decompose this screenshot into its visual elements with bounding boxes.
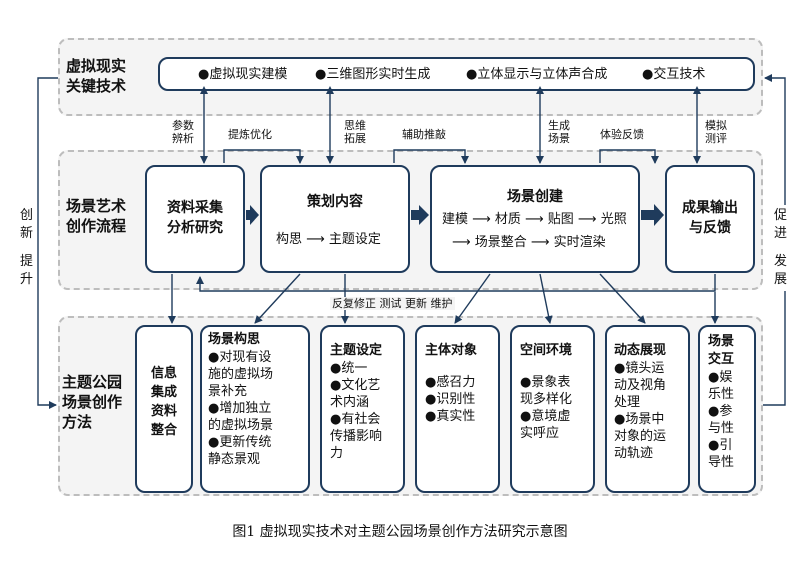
plan-content-sub: 构思 ⟶ 主题设定: [276, 232, 381, 247]
spatial-env-title: 空间环境: [520, 343, 573, 358]
main-subject-text: 主体对象 ●感召力 ●识别性 ●真实性: [425, 343, 478, 424]
build-to-space-arrow: [539, 273, 553, 324]
innovate-loop: [37, 77, 58, 409]
main-subject-box: [415, 325, 500, 493]
vr-tech-item-display: ●立体显示与立体声合成: [466, 67, 608, 82]
experience-label: 体验反馈: [600, 128, 644, 141]
figure-caption: 图1 虚拟现实技术对主题公园场景创作方法研究示意图: [232, 524, 568, 540]
vr-tech-item-graphics: ●三维图形实时生成: [315, 67, 431, 82]
think-expand-label: 思维 拓展: [344, 119, 366, 145]
param-analysis-label: 参数 辨析: [172, 119, 194, 145]
assist-label: 辅助推敲: [402, 128, 446, 141]
promote-label: 促 进 发 展: [774, 205, 788, 291]
scene-build-steps-2: ⟶ 场景整合 ⟶ 实时渲染: [452, 235, 606, 250]
theme-setting-box: [320, 325, 405, 493]
vr-tech-item-interaction: ●交互技术: [642, 67, 706, 82]
scene-interact-box: [698, 325, 756, 493]
generate-scene-label: 生成 场景: [548, 119, 570, 145]
scene-concept-box: [200, 325, 310, 493]
plan-content-title: 策划内容: [307, 194, 363, 210]
spatial-env-box: [510, 325, 595, 493]
experience-loop: [599, 149, 659, 164]
spatial-env-text: 空间环境 ●景象表 现多样化 ●意境虚 实呼应: [520, 343, 573, 441]
workflow-label: 场景艺术 创作流程: [66, 197, 127, 235]
refine-label: 提炼优化: [228, 128, 272, 141]
scene-build-title: 场景创建: [507, 189, 563, 205]
scene-build-steps-1: 建模 ⟶ 材质 ⟶ 贴图 ⟶ 光照: [442, 212, 627, 227]
refine-loop: [223, 149, 304, 164]
scene-interact-text: 场景 交互 ●娱 乐性 ●参 与性 ●引 导性: [708, 334, 735, 470]
innovate-label: 创 新 提 升: [20, 205, 34, 291]
output-feedback-box: [665, 165, 755, 273]
scene-concept-title: 场景构思: [208, 332, 261, 347]
vr-tech-label: 虚拟现实 关键技术: [66, 57, 127, 95]
flow-arrow-1: [246, 205, 259, 225]
method-label: 主题公园 场景创作 方法: [62, 373, 123, 431]
collect-analysis-box: [145, 165, 245, 273]
collect-analysis-label: 资料采集 分析研究: [167, 200, 223, 236]
flow-arrow-2: [411, 205, 429, 225]
feedback-loop: [196, 274, 716, 292]
build-to-subject-arrow: [454, 273, 491, 324]
info-integration-box: [135, 325, 193, 493]
scene-concept-text: 场景构思 ●对现有设 施的虚拟场 景补充 ●增加独立 的虚拟场景 ●更新传统 静…: [208, 332, 274, 467]
dynamic-show-text: 动态展现 ●镜头运 动及视角 处理 ●场景中 对象的运 动轨迹: [614, 343, 667, 461]
theme-setting-text: 主题设定 ●统一 ●文化艺 术内涵 ●有社会 传播影响 力: [330, 343, 383, 461]
plan-content-box: [260, 165, 410, 273]
dynamic-show-title: 动态展现: [614, 343, 667, 358]
assist-loop: [393, 149, 469, 164]
dynamic-show-box: [605, 325, 690, 493]
vr-tech-box: [158, 57, 755, 91]
vr-tech-item-modeling: ●虚拟现实建模: [198, 67, 288, 82]
feedback-label: 反复修正 测试 更新 维护: [330, 297, 455, 310]
theme-setting-title: 主题设定: [330, 343, 383, 358]
flow-arrow-3: [641, 204, 664, 226]
scene-build-box: [430, 165, 640, 273]
plan-to-concept-arrow: [254, 273, 301, 324]
main-subject-title: 主体对象: [425, 343, 478, 358]
build-to-dynamic-arrow: [599, 273, 646, 324]
info-integration-label: 信息 集成 资料 整合: [150, 366, 177, 438]
output-feedback-label: 成果输出 与反馈: [682, 200, 738, 236]
simulate-eval-label: 模拟 测评: [705, 119, 727, 145]
